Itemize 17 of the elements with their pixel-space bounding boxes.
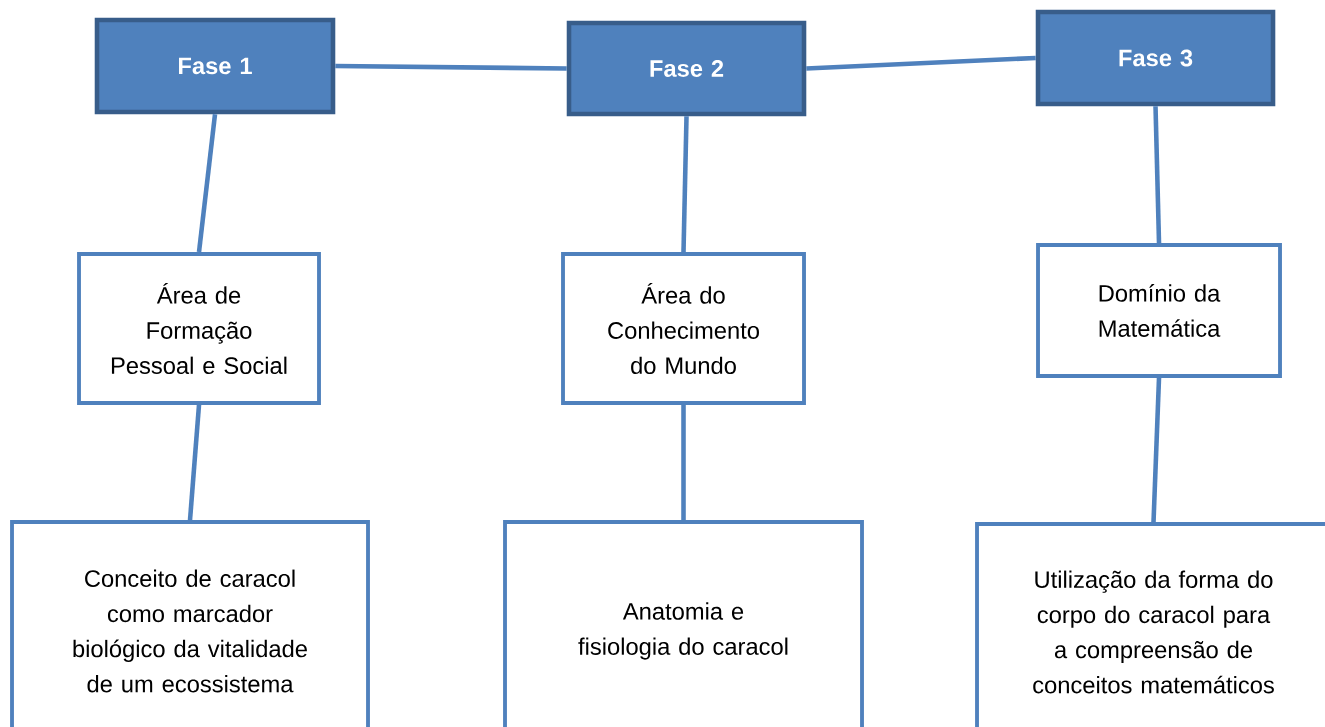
connector-line xyxy=(196,114,218,253)
area-box: Área do Conhecimento do Mundo xyxy=(561,252,806,405)
phase-box: Fase 1 xyxy=(94,17,336,115)
topic-box: Anatomia e fisiologia do caracol xyxy=(503,520,864,727)
connector-line xyxy=(335,63,567,71)
connector-line xyxy=(806,55,1036,71)
phase-box: Fase 3 xyxy=(1035,9,1276,107)
connector-line xyxy=(681,116,689,253)
connector-line xyxy=(1153,106,1162,244)
topic-box: Conceito de caracol como marcador biológico da vitalidade de um ecossistema xyxy=(10,520,370,727)
connector-line xyxy=(1151,377,1162,523)
area-box: Domínio da Matemática xyxy=(1036,243,1282,378)
phase-box: Fase 2 xyxy=(566,20,807,117)
connector-line xyxy=(187,404,202,521)
connector-line xyxy=(681,404,686,521)
topic-box: Utilização da forma do corpo do caracol para a compreensão de conceitos matemáticos xyxy=(975,522,1325,727)
area-box: Área de Formação Pessoal e Social xyxy=(77,252,321,405)
